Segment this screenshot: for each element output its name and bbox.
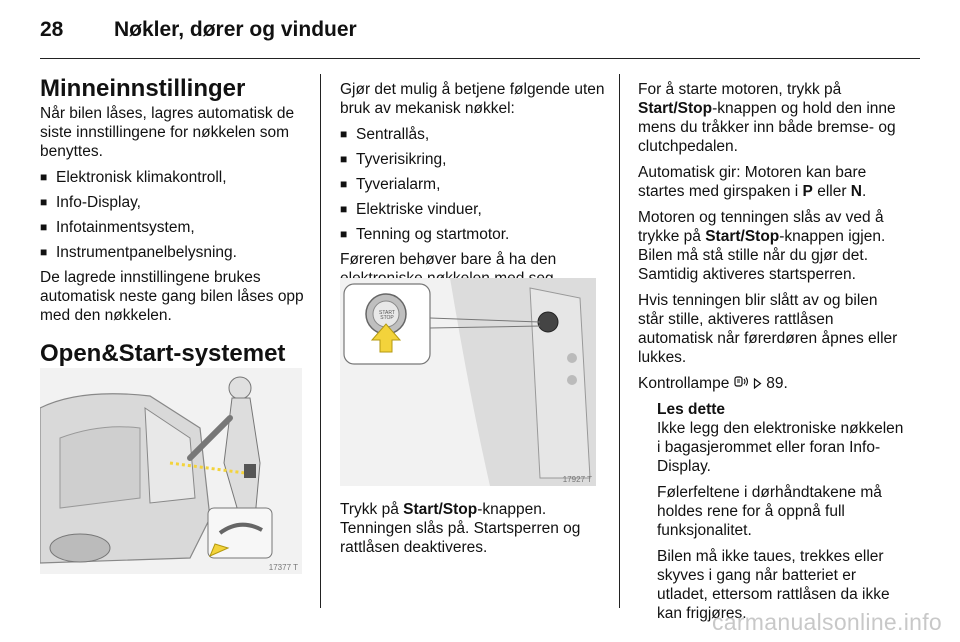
note-paragraph: Følerfeltene i dørhåndtakene må holdes r… xyxy=(657,484,882,539)
list-item: Infotainmentsystem, xyxy=(40,218,308,237)
door-handle-illustration: 17377 T xyxy=(40,368,302,574)
list-item: Tyverialarm, xyxy=(340,175,608,194)
memory-outro: De lagrede innstillingene brukes automat… xyxy=(40,269,304,324)
list-item: Info-Display, xyxy=(40,193,308,212)
note-paragraph: Bilen må ikke taues, trekkes eller skyve… xyxy=(657,548,890,622)
list-item: Tyverisikring, xyxy=(340,150,608,169)
steering-lock-text: Hvis tenningen blir slått av og bilen st… xyxy=(638,292,898,366)
list-item: Instrumentpanelbelysning. xyxy=(40,243,308,262)
chapter-title: Nøkler, dører og vinduer xyxy=(114,18,357,41)
note-title: Les dette xyxy=(657,401,726,418)
note-box: Les dette Ikke legg den elektroniske nøk… xyxy=(638,400,904,623)
column-left: Minneinnstillinger Når bilen låses, lagr… xyxy=(40,74,308,369)
functions-list: Sentrallås, Tyverisikring, Tyverialarm, … xyxy=(340,125,608,244)
start-stop-illustration: START STOP 17927 T xyxy=(340,278,596,486)
list-item: Elektronisk klimakontroll, xyxy=(40,168,308,187)
column-middle-bottom: Trykk på Start/Stop-knappen. Tenningen s… xyxy=(340,500,602,564)
start-stop-button-label: START STOP xyxy=(379,310,395,321)
memory-intro: Når bilen låses, lagres automatisk de si… xyxy=(40,105,295,160)
list-item: Sentrallås, xyxy=(340,125,608,144)
control-lamp-text: Kontrollampe 89. xyxy=(638,375,788,392)
steering-lock-warning-icon xyxy=(734,376,748,387)
header-rule xyxy=(40,58,920,59)
page-reference-arrow-icon xyxy=(753,377,762,390)
column-divider-2 xyxy=(619,74,620,608)
automatic-gear-text: Automatisk gir: Motoren kan bare startes… xyxy=(638,164,867,200)
column-divider-1 xyxy=(320,74,321,608)
engine-off-text: Motoren og tenningen slås av ved å trykk… xyxy=(638,209,886,283)
figure-number: 17927 T xyxy=(562,475,592,484)
start-stop-press-text: Trykk på Start/Stop-knappen. Tenningen s… xyxy=(340,501,581,556)
note-paragraph: Ikke legg den elektroniske nøkkelen i ba… xyxy=(657,420,904,475)
openstart-intro: Gjør det mulig å betjene følgende uten b… xyxy=(340,81,605,117)
column-middle: Gjør det mulig å betjene følgende uten b… xyxy=(340,80,608,295)
figure-number: 17377 T xyxy=(268,563,298,572)
watermark: carmanualsonline.info xyxy=(711,609,942,635)
memory-list: Elektronisk klimakontroll, Info-Display,… xyxy=(40,168,308,262)
list-item: Elektriske vinduer, xyxy=(340,200,608,219)
section-heading-openstart: Open&Start-systemet xyxy=(40,340,286,367)
column-right: For å starte motoren, trykk på Start/Sto… xyxy=(638,80,904,630)
section-heading-memory: Minneinnstillinger xyxy=(40,75,246,102)
list-item: Tenning og startmotor. xyxy=(340,225,608,244)
start-engine-text: For å starte motoren, trykk på Start/Sto… xyxy=(638,81,896,155)
page-number: 28 xyxy=(40,18,64,41)
